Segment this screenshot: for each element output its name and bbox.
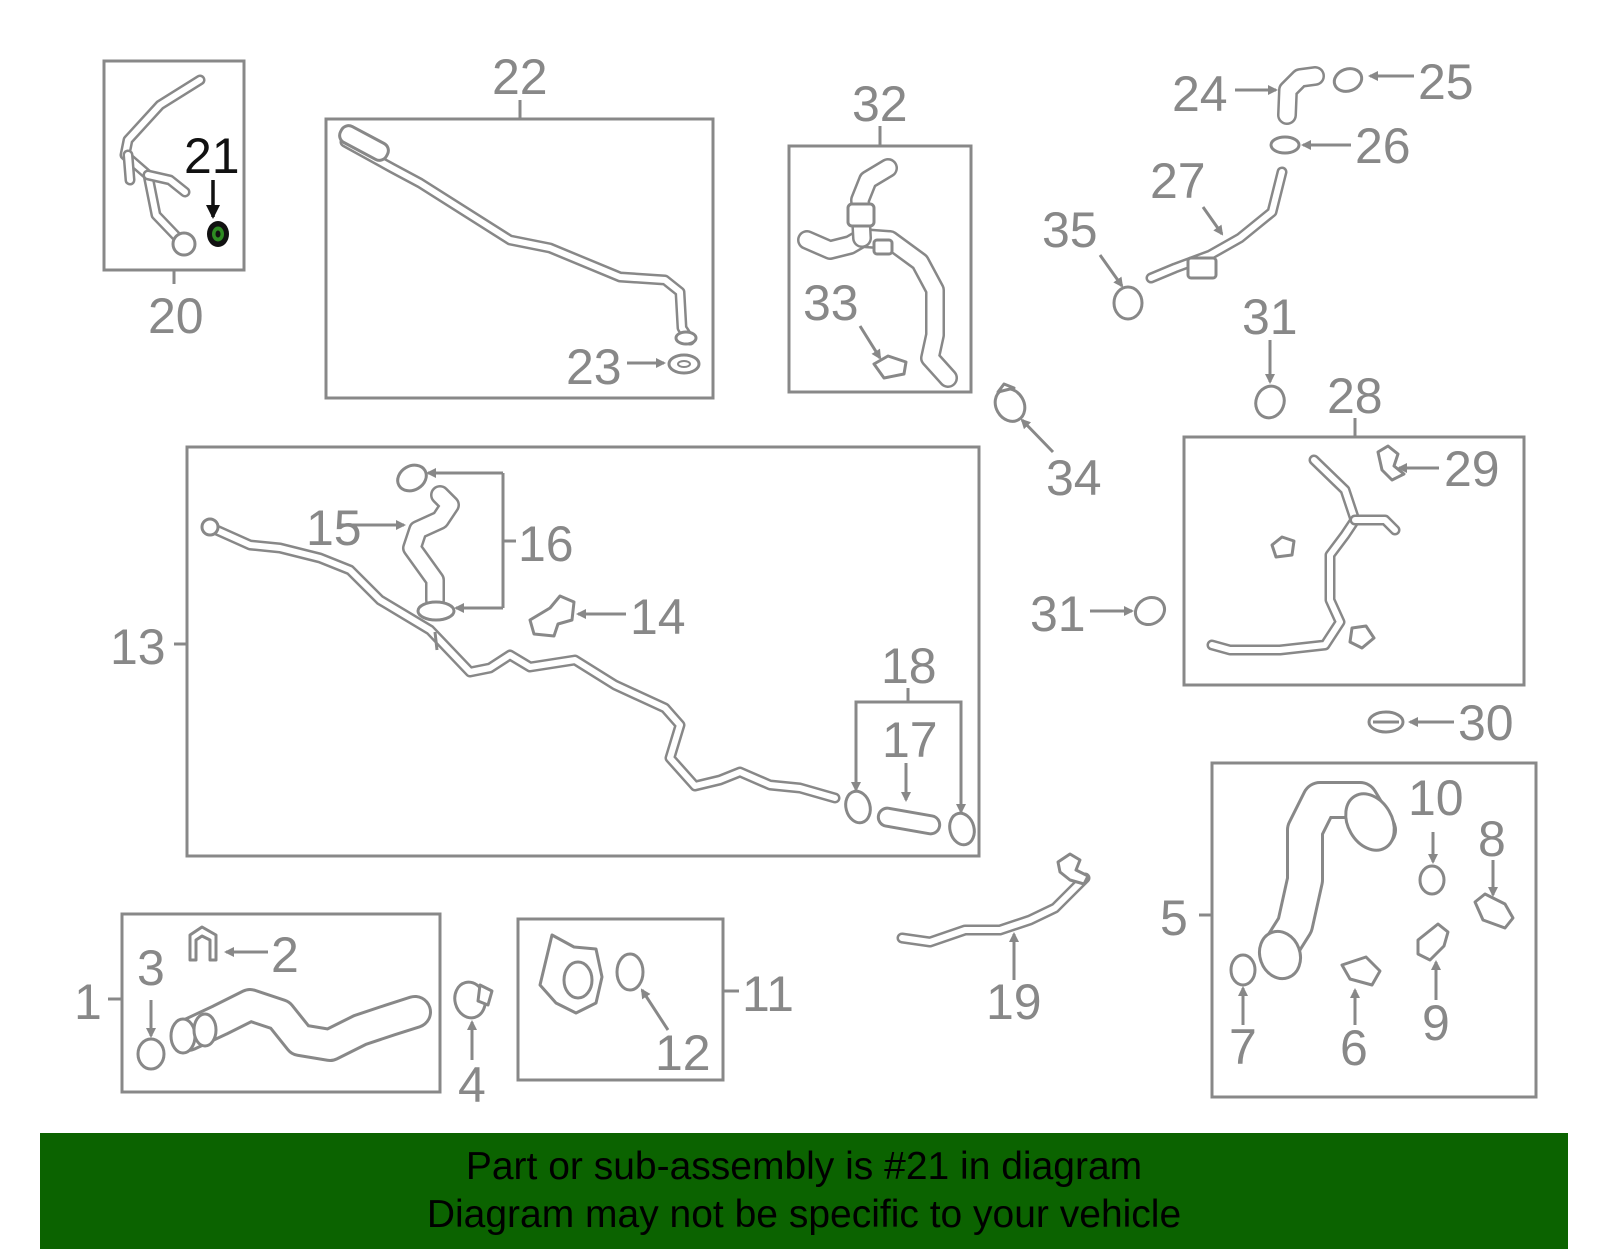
callout-34[interactable]: 34 xyxy=(1046,450,1102,506)
tube-19: 19 xyxy=(896,852,1091,1030)
group-1: 1 2 3 xyxy=(74,912,442,1094)
group-5: 5 7 6 10 9 8 xyxy=(1160,761,1538,1099)
o-ring-23 xyxy=(667,353,701,375)
callout-22[interactable]: 22 xyxy=(492,49,548,105)
group-5-frame xyxy=(1210,761,1538,1099)
callout-10[interactable]: 10 xyxy=(1408,770,1464,826)
group-20: 21 20 xyxy=(102,59,246,344)
clamp-30: 30 xyxy=(1367,695,1514,751)
clamp-16-lower xyxy=(416,600,456,622)
callout-8[interactable]: 8 xyxy=(1478,811,1506,867)
callout-5[interactable]: 5 xyxy=(1160,890,1188,946)
group-32: 32 33 xyxy=(787,76,973,394)
sensor-8 xyxy=(1473,892,1515,930)
callout-6[interactable]: 6 xyxy=(1340,1020,1368,1076)
callout-24[interactable]: 24 xyxy=(1172,66,1228,122)
callout-35[interactable]: 35 xyxy=(1042,202,1098,258)
callout-31-upper[interactable]: 31 xyxy=(1242,289,1298,345)
group-1-frame xyxy=(120,912,442,1094)
clamp-26 xyxy=(1269,135,1301,155)
group-11-frame xyxy=(516,917,725,1082)
clamp-31-upper: 31 xyxy=(1242,289,1298,420)
clip-9 xyxy=(1416,922,1450,962)
tube-22 xyxy=(338,124,698,346)
callout-18[interactable]: 18 xyxy=(881,638,937,694)
callout-33[interactable]: 33 xyxy=(803,275,859,331)
callout-20[interactable]: 20 xyxy=(148,288,204,344)
callout-21[interactable]: 21 xyxy=(184,128,240,184)
banner-line-1: Part or sub-assembly is #21 in diagram xyxy=(465,1145,1143,1188)
callout-32[interactable]: 32 xyxy=(852,76,908,132)
hose-28 xyxy=(1206,454,1401,656)
info-banner: Part or sub-assembly is #21 in diagram D… xyxy=(40,1133,1568,1249)
hose-32 xyxy=(797,158,958,388)
banner-line-2: Diagram may not be specific to your vehi… xyxy=(426,1193,1182,1236)
group-13-frame xyxy=(185,445,981,858)
callout-4[interactable]: 4 xyxy=(458,1057,486,1113)
clamp-18-right xyxy=(948,811,976,847)
clip-2 xyxy=(188,925,218,962)
callout-3[interactable]: 3 xyxy=(137,940,165,996)
hose-1 xyxy=(169,988,432,1062)
clamp-31-lower: 31 xyxy=(1030,586,1167,642)
callout-15[interactable]: 15 xyxy=(306,500,362,556)
callout-13[interactable]: 13 xyxy=(110,619,166,675)
clip-6 xyxy=(1340,955,1382,987)
hose-5 xyxy=(1257,781,1397,981)
o-ring-3 xyxy=(136,1037,166,1071)
clamp-34: 34 xyxy=(993,382,1102,506)
sleeve-17 xyxy=(876,806,942,836)
clamp-4: 4 xyxy=(453,980,494,1113)
clamp-25 xyxy=(1332,67,1364,93)
callout-12[interactable]: 12 xyxy=(655,1025,711,1081)
clamp-35 xyxy=(1112,285,1144,321)
callout-19[interactable]: 19 xyxy=(986,974,1042,1030)
long-tube-13 xyxy=(200,517,841,804)
o-ring-12 xyxy=(615,952,645,992)
callout-7[interactable]: 7 xyxy=(1229,1019,1257,1075)
o-ring-10 xyxy=(1418,864,1446,896)
parts-diagram: 21 20 22 23 32 33 xyxy=(74,49,1538,1113)
callout-17[interactable]: 17 xyxy=(882,712,938,768)
callout-27[interactable]: 27 xyxy=(1150,153,1206,209)
group-22: 22 23 xyxy=(324,49,715,400)
group-11: 11 12 xyxy=(516,917,794,1082)
callout-9[interactable]: 9 xyxy=(1422,995,1450,1051)
callout-26[interactable]: 26 xyxy=(1355,118,1411,174)
bracket-14 xyxy=(528,594,576,638)
group-24-27: 24 25 26 27 35 xyxy=(1042,54,1474,321)
callout-11[interactable]: 11 xyxy=(742,966,794,1022)
o-ring-7 xyxy=(1229,953,1257,987)
clip-33 xyxy=(872,354,908,380)
seal-21-highlighted[interactable] xyxy=(207,221,229,247)
tube-assembly-20 xyxy=(119,74,206,257)
callout-14[interactable]: 14 xyxy=(630,589,686,645)
callout-28[interactable]: 28 xyxy=(1327,368,1383,424)
callout-29[interactable]: 29 xyxy=(1444,441,1500,497)
callout-23[interactable]: 23 xyxy=(566,339,622,395)
callout-31-lower[interactable]: 31 xyxy=(1030,586,1086,642)
clamp-16-upper xyxy=(396,463,428,493)
clamp-29 xyxy=(1376,444,1406,482)
callout-2[interactable]: 2 xyxy=(271,927,299,983)
clamp-18-left xyxy=(844,789,872,825)
callout-16[interactable]: 16 xyxy=(518,516,574,572)
callout-1[interactable]: 1 xyxy=(74,974,102,1030)
group-28: 28 29 xyxy=(1182,368,1526,687)
callout-30[interactable]: 30 xyxy=(1458,695,1514,751)
group-13: 13 15 16 14 17 18 xyxy=(110,445,981,858)
callout-25[interactable]: 25 xyxy=(1418,54,1474,110)
